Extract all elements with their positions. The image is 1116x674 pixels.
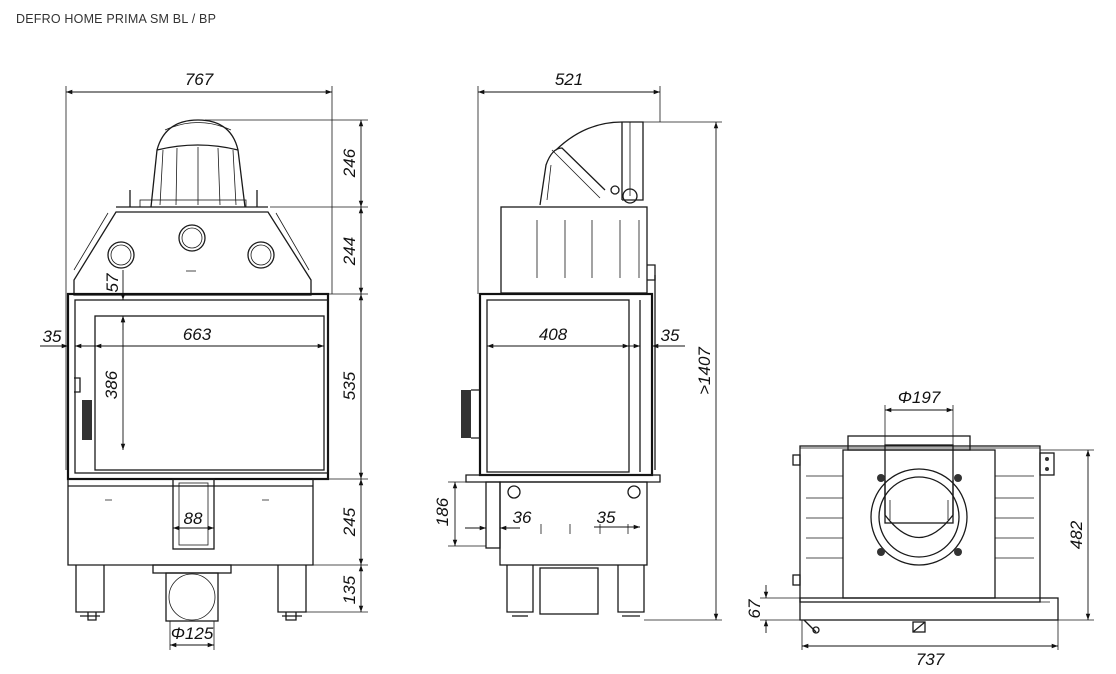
side-inlet-box [539, 567, 599, 615]
dim-base-height: 245 [340, 507, 359, 537]
front-dimensions: 767 246 244 535 245 135 57 35 663 386 88… [40, 70, 368, 650]
top-base-plate [799, 597, 1059, 621]
dim-flue-diameter: Φ197 [898, 388, 941, 407]
dim-glass-depth: 408 [539, 325, 568, 344]
dim-side-margin: 35 [43, 327, 62, 346]
page-title: DEFRO HOME PRIMA SM BL / BP [16, 12, 217, 26]
dim-total-height: >1407 [695, 347, 714, 395]
side-hood [500, 206, 648, 294]
dim-inlet-offset: 36 [513, 508, 532, 527]
top-view [792, 435, 1059, 634]
top-flue-ring [870, 468, 968, 566]
dim-inlet-height: 186 [433, 497, 452, 526]
dim-inlet-width: 88 [184, 509, 203, 528]
dim-top-width: 737 [916, 650, 945, 669]
front-flue-dome [150, 119, 246, 208]
dim-plate-height: 67 [745, 599, 764, 618]
side-foot-rear [617, 565, 645, 613]
front-view [66, 119, 330, 622]
side-body [478, 292, 654, 477]
dim-glass-height: 386 [102, 370, 121, 399]
front-outlet-center [178, 224, 206, 252]
side-glass [486, 299, 630, 473]
side-flue-elbow [555, 121, 644, 201]
side-view [461, 121, 661, 617]
front-glass [94, 315, 325, 471]
front-inlet-pipe [165, 572, 219, 622]
front-foot-right [277, 565, 307, 613]
dim-top-depth: 482 [1067, 520, 1086, 549]
dim-glass-width-label: 663 [183, 325, 212, 344]
dim-side-depth: 521 [555, 70, 583, 89]
side-dimensions: 521 >1407 408 35 186 36 35 [433, 70, 722, 621]
front-inlet-duct [172, 478, 215, 550]
dim-rear-margin: 35 [661, 326, 680, 345]
dim-door-height: 535 [340, 371, 359, 400]
front-foot-left [75, 565, 105, 613]
dim-front-width-label: 767 [185, 70, 214, 89]
front-outlet-left [107, 241, 135, 269]
dim-top-h1: 246 [340, 148, 359, 178]
dim-inlet-offset2: 35 [597, 508, 616, 527]
front-outlet-right [247, 241, 275, 269]
top-dimensions: Φ197 482 67 737 [745, 388, 1094, 669]
dim-leg-height: 135 [340, 575, 359, 604]
dim-door-offset: 57 [103, 273, 122, 292]
side-foot-front [506, 565, 534, 613]
dim-inlet-diameter: Φ125 [171, 624, 214, 643]
dim-top-h2: 244 [340, 237, 359, 266]
